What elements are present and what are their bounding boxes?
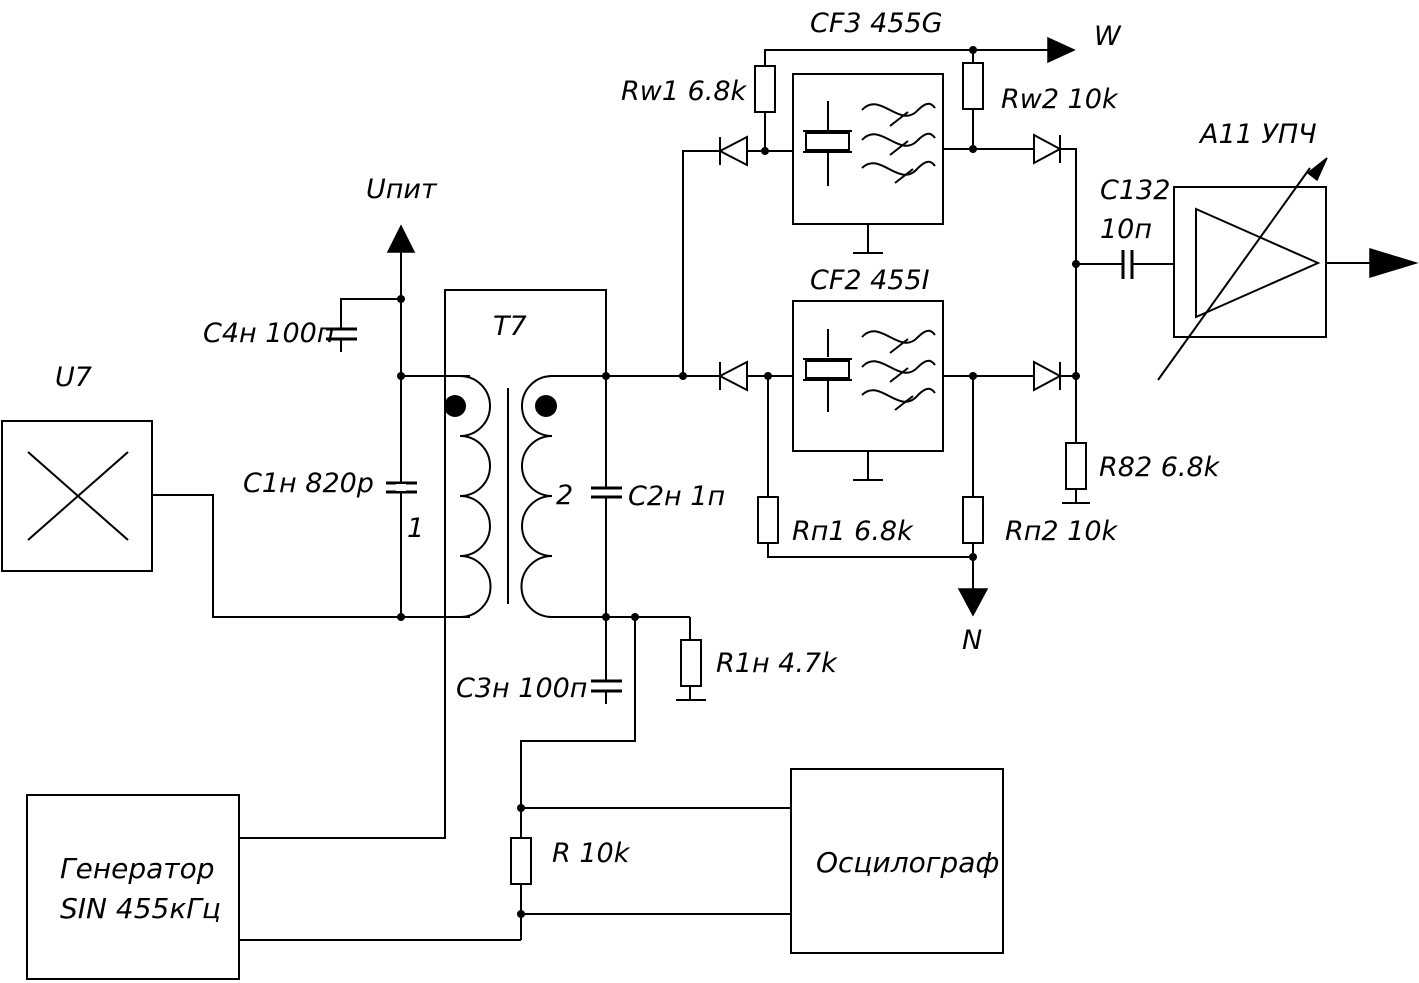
winding2-label: 2 [556,480,573,511]
u7-wire [152,494,445,618]
c132-value: 10п [1100,214,1152,245]
loop-wire [444,289,607,617]
diode-lower-right-icon [1033,360,1076,392]
probe-wire [520,617,636,840]
upit-label: Uпит [366,174,438,205]
cf2-label: CF2 455I [810,265,930,296]
c3-capacitor [591,617,622,704]
oscilloscope-block [790,768,1004,954]
w-bias-line [754,36,1076,151]
r1-resistor [676,617,706,701]
a11-amplifier [1157,157,1419,381]
t7-transformer [444,375,565,618]
diode-lower-left-icon [717,360,793,392]
diode-upper-left-icon [717,135,793,167]
r10-label: R 10k [552,838,631,869]
rn2-label: Rп2 10k [1005,516,1119,547]
generator-label-1: Генератор [60,852,215,885]
rw2-label: Rw2 10k [1001,84,1119,115]
c4-capacitor [326,298,401,352]
w-label: W [1094,21,1122,52]
n-bias-line [757,376,989,617]
diode-upper-right-icon [1033,133,1077,376]
u7-label: U7 [55,362,92,393]
a11-label: A11 УПЧ [1198,119,1317,150]
oscilloscope-label: Осцилограф [816,846,999,879]
c1-label: C1н 820р [243,468,374,499]
c3-label: C3н 100п [456,673,587,704]
generator-block [26,794,240,980]
c2-capacitor [591,486,622,499]
generator-wire-1 [240,617,446,839]
winding1-label: 1 [407,513,424,544]
r82-label: R82 6.8k [1099,452,1221,483]
upper-branch-wire [682,150,720,376]
c4-label: C4н 100п [203,318,334,349]
c2-label: C2н 1п [628,481,725,512]
t7-label: T7 [493,311,527,342]
junction-dots [397,46,1080,918]
c132-label: C132 [1100,175,1170,206]
u7-mixer-block [1,420,153,572]
cf2-filter [792,300,944,481]
r10k-resistor [510,808,532,940]
cf3-label: CF3 455G [810,8,943,39]
cf3-filter [792,73,944,254]
n-label: N [962,625,982,656]
rn1-label: Rп1 6.8k [792,516,914,547]
supply-arrow-icon [386,224,416,376]
rw1-label: Rw1 6.8k [621,76,748,107]
r1-label: R1н 4.7k [716,648,838,679]
c1-capacitor [386,481,417,494]
r82-resistor [1062,376,1090,504]
generator-label-2: SIN 455кГц [60,892,221,925]
